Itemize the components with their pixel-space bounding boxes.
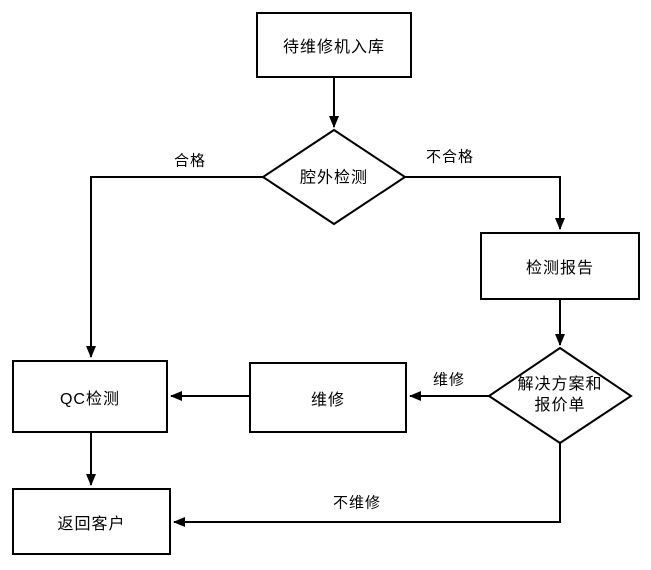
node-intake: 待维修机入库 <box>256 12 412 78</box>
edge-solution-to-return <box>173 443 561 527</box>
node-repair-label: 维修 <box>310 391 345 409</box>
edge-check-to-qc <box>86 176 263 358</box>
edge-label-fail: 不合格 <box>423 145 477 167</box>
edge-check-to-report <box>405 176 565 230</box>
node-report-label: 检测报告 <box>525 260 594 277</box>
edge-label-do-repair: 维修 <box>430 368 468 390</box>
edge-label-no-repair: 不维修 <box>330 491 384 513</box>
node-report: 检测报告 <box>480 232 640 300</box>
edge-label-pass: 合格 <box>171 149 209 171</box>
node-return-customer-label: 返回客户 <box>57 515 126 533</box>
node-qc-label: QC检测 <box>59 390 120 408</box>
node-solution-shape <box>487 346 633 445</box>
node-intake-label: 待维修机入库 <box>282 39 385 56</box>
node-qc: QC检测 <box>12 360 168 433</box>
node-external-check-shape <box>261 128 407 226</box>
node-repair: 维修 <box>249 362 407 433</box>
node-external-check-label: 腔外检测 <box>299 169 369 187</box>
node-solution-label: 解决方案和 报价单 <box>517 376 603 414</box>
node-return-customer: 返回客户 <box>12 488 171 555</box>
